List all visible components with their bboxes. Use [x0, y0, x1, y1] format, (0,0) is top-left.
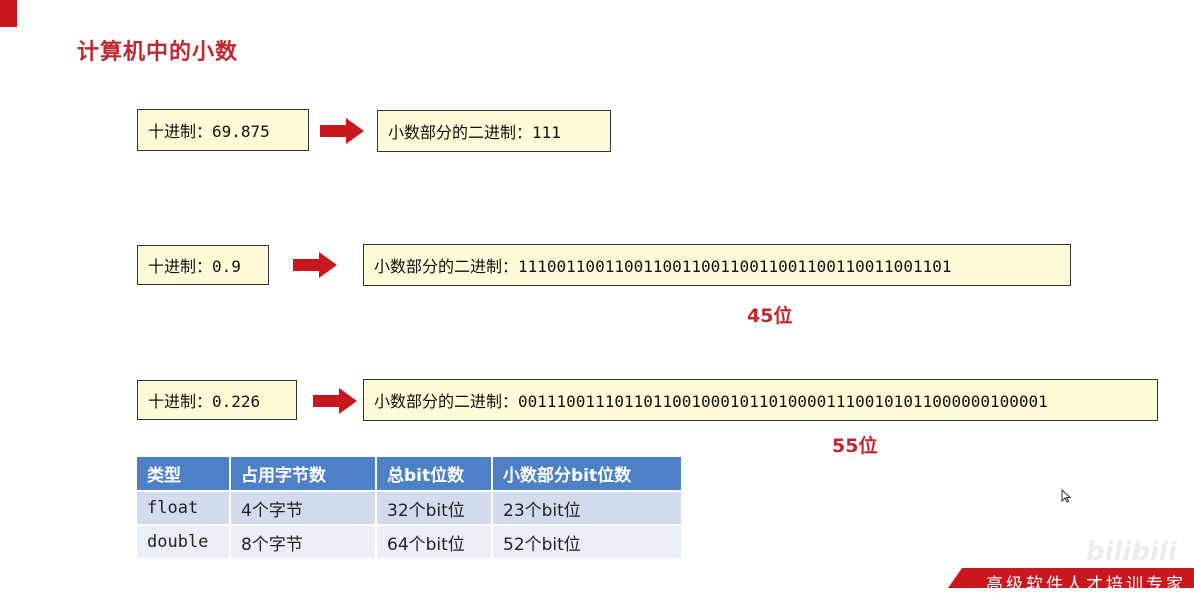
table-cell: 8个字节	[230, 524, 377, 558]
decimal-box-1: 十进制：69.875	[137, 109, 309, 151]
table-cell: 52个bit位	[492, 524, 681, 558]
right-arrow-icon	[320, 118, 364, 144]
decimal-box-3: 十进制：0.226	[137, 380, 297, 420]
bit-count-label-3: 55位	[832, 435, 878, 457]
footer-slogan: 高级软件人才培训专家	[986, 575, 1186, 595]
table-cell: 23个bit位	[492, 490, 681, 525]
data-type-table: 类型 占用字节数 总bit位数 小数部分bit位数 float 4个字节 32个…	[137, 457, 681, 558]
header-type: 类型	[137, 457, 231, 491]
table-row: float 4个字节 32个bit位 23个bit位	[137, 490, 681, 525]
slide-title: 计算机中的小数	[77, 40, 239, 65]
table-cell: double	[137, 524, 231, 558]
corner-brand-mark	[0, 0, 17, 27]
watermark-logo: bilibili	[1086, 537, 1177, 567]
bit-count-label-2: 45位	[747, 305, 793, 327]
binary-box-1: 小数部分的二进制：111	[377, 110, 611, 152]
table-header-row: 类型 占用字节数 总bit位数 小数部分bit位数	[137, 457, 681, 491]
mouse-cursor-icon	[1061, 489, 1071, 503]
header-bytes: 占用字节数	[230, 457, 377, 491]
binary-box-2: 小数部分的二进制：1110011001100110011001100110011…	[363, 244, 1071, 286]
table-cell: 32个bit位	[376, 490, 493, 525]
binary-box-3: 小数部分的二进制：0011100111011011001000101101000…	[363, 379, 1158, 421]
table-cell: float	[137, 490, 231, 525]
decimal-box-2: 十进制：0.9	[137, 245, 269, 285]
header-total-bits: 总bit位数	[376, 457, 493, 491]
header-fraction-bits: 小数部分bit位数	[492, 457, 681, 491]
footer-band	[948, 568, 1194, 588]
table-cell: 64个bit位	[376, 524, 493, 558]
table-cell: 4个字节	[230, 490, 377, 525]
table-row: double 8个字节 64个bit位 52个bit位	[137, 524, 681, 558]
right-arrow-icon	[313, 388, 357, 414]
right-arrow-icon	[293, 252, 337, 278]
